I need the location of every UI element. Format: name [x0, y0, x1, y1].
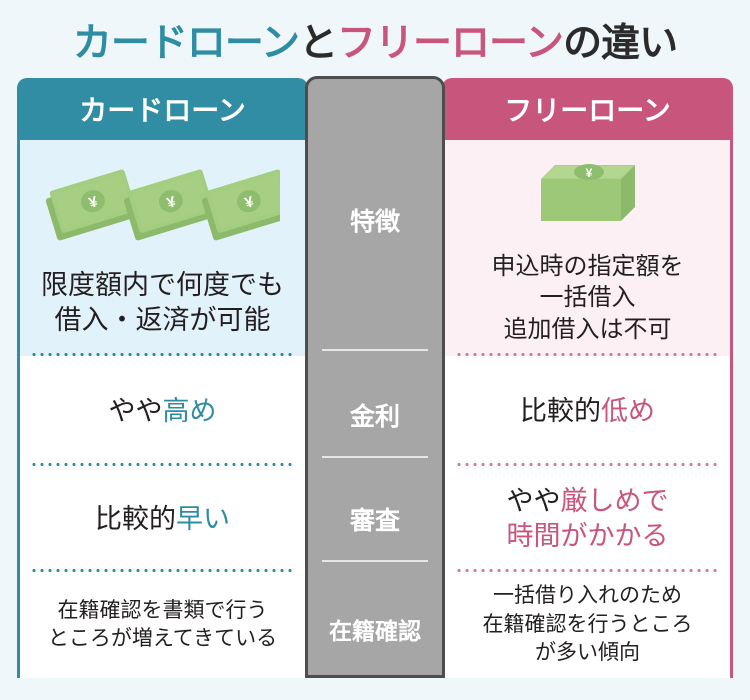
- row-divider: [455, 353, 720, 356]
- text-segment-highlight: 早い: [176, 503, 230, 534]
- cell-right-screening-text: やや厳しめで 時間がかかる: [507, 484, 669, 553]
- row-divider: [455, 463, 720, 466]
- center-label-features: 特徴: [349, 208, 400, 236]
- cell-left-employment-check: 在籍確認を書類で行う ところが増えてきている: [20, 572, 305, 678]
- text-line: ところが増えてきている: [47, 627, 278, 650]
- cell-left-employment-check-text: 在籍確認を書類で行う ところが増えてきている: [48, 597, 277, 654]
- text-line: 一括借り入れのため: [493, 584, 682, 608]
- row-divider: [30, 463, 295, 466]
- banknotes-icon: ¥ ¥: [45, 158, 292, 258]
- title-part-freeloan: フリーローン: [337, 22, 564, 65]
- svg-text:¥: ¥: [585, 166, 592, 180]
- text-segment: やや: [108, 395, 163, 426]
- title-part-difference: の違い: [563, 22, 678, 65]
- text-line: 限度額内で何度でも: [41, 270, 284, 301]
- text-line: 借入・返済が可能: [54, 305, 271, 335]
- column-free-loan: フリーローン ¥ 申込時の指定額を 一括借入 追加借入は不可: [442, 78, 733, 678]
- text-segment: 比較的: [520, 395, 601, 426]
- cell-right-interest: 比較的低め: [445, 356, 730, 466]
- row-divider: [30, 353, 295, 356]
- text-segment-highlight: 時間がかかる: [506, 521, 669, 551]
- cell-right-features-text: 申込時の指定額を 一括借入 追加借入は不可: [492, 251, 684, 345]
- cell-left-features-text: 限度額内で何度でも 借入・返済が可能: [41, 268, 284, 337]
- cell-left-interest: やや高め: [20, 356, 305, 466]
- text-line: 追加借入は不可: [503, 315, 672, 343]
- row-divider: [30, 569, 295, 572]
- center-divider: [322, 560, 428, 562]
- column-body-card-loan: ¥ ¥: [17, 140, 308, 678]
- cell-right-screening: やや厳しめで 時間がかかる: [445, 466, 730, 572]
- cell-left-features: ¥ ¥: [20, 140, 305, 356]
- text-line: 在籍確認を書類で行う: [57, 598, 268, 622]
- text-line: 申込時の指定額を: [491, 253, 684, 281]
- text-segment: 比較的: [95, 503, 176, 534]
- text-line: が多い傾向: [535, 641, 640, 665]
- cell-right-interest-text: 比較的低め: [520, 394, 655, 429]
- cell-left-screening-text: 比較的早い: [95, 502, 230, 537]
- money-stack-icon: ¥: [533, 151, 643, 241]
- cell-left-screening: 比較的早い: [20, 466, 305, 572]
- title-part-cardloan: カードローン: [72, 22, 300, 65]
- center-label-interest: 金利: [349, 403, 400, 431]
- center-divider: [322, 349, 428, 351]
- text-line: 在籍確認を行うところ: [482, 612, 693, 636]
- column-body-free-loan: ¥ 申込時の指定額を 一括借入 追加借入は不可 比較的低め やや厳しめで: [442, 140, 733, 678]
- cell-left-interest-text: やや高め: [109, 394, 217, 429]
- row-divider: [455, 569, 720, 572]
- cell-right-employment-check: 一括借り入れのため 在籍確認を行うところ が多い傾向: [445, 572, 730, 678]
- text-segment: やや: [506, 486, 561, 517]
- center-divider: [322, 456, 428, 458]
- center-label-employment-check: 在籍確認: [329, 618, 421, 644]
- title-part-and: と: [298, 22, 338, 65]
- comparison-table: カードローン ¥: [17, 78, 733, 678]
- page-title: カードローンとフリーローンの違い: [0, 12, 750, 68]
- cell-right-features: ¥ 申込時の指定額を 一括借入 追加借入は不可: [445, 140, 730, 356]
- text-segment-highlight: 高め: [162, 395, 217, 426]
- text-line: 一括借入: [539, 284, 636, 312]
- column-header-card-loan: カードローン: [17, 78, 308, 140]
- center-label-column: 特徴 金利 審査 在籍確認: [305, 76, 445, 678]
- text-segment-highlight: 厳しめで: [560, 486, 669, 517]
- column-card-loan: カードローン ¥: [17, 78, 308, 678]
- column-header-free-loan: フリーローン: [442, 78, 733, 140]
- cell-right-employment-check-text: 一括借り入れのため 在籍確認を行うところ が多い傾向: [483, 582, 693, 667]
- center-label-screening: 審査: [349, 507, 400, 535]
- text-segment-highlight: 低め: [601, 395, 655, 426]
